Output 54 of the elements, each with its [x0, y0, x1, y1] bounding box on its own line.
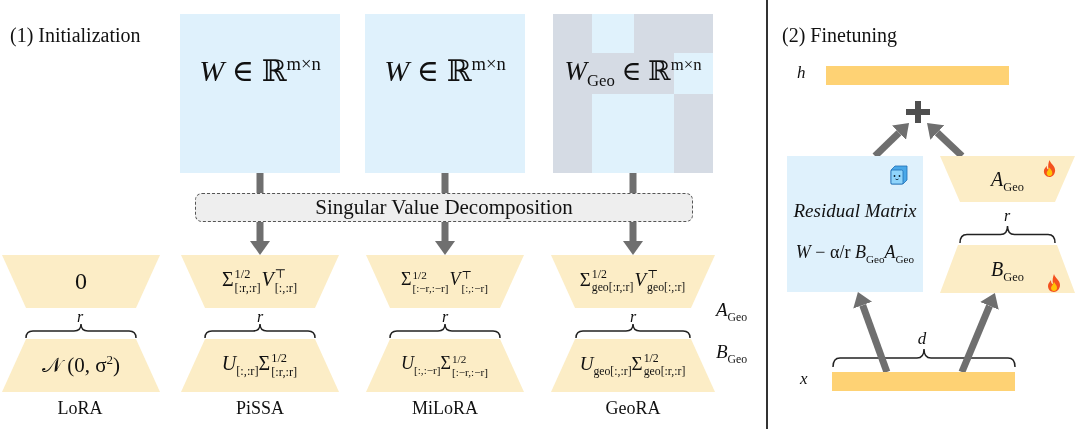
- plus-icon: [906, 101, 930, 123]
- method-label: LoRA: [57, 398, 103, 419]
- matrix-label: B$_{Geo}$: [716, 341, 748, 363]
- dimension-label: d: [917, 329, 927, 349]
- formula: W ∈ ℝ$^{m×n}$: [384, 54, 506, 89]
- matrix-block: [787, 156, 923, 292]
- arrow: [250, 222, 270, 255]
- trapezoid-block: [940, 245, 1075, 293]
- trapezoid-block: [940, 156, 1075, 202]
- vector-label: h: [797, 63, 806, 83]
- process-box: [195, 193, 693, 222]
- arrow: [853, 292, 891, 374]
- formula: W ∈ ℝ$^{m×n}$: [199, 54, 321, 89]
- formula: 𝒩 (0, σ$^{2}$): [41, 353, 121, 378]
- dimension-label: r: [441, 308, 449, 327]
- trapezoid-block: [2, 255, 160, 308]
- vector-bar: [832, 372, 1015, 391]
- connector-bar: [629, 173, 637, 193]
- vector-bar: [826, 66, 1009, 85]
- trapezoid-block: [366, 255, 524, 308]
- arrow: [872, 122, 910, 159]
- trapezoid-block: [366, 339, 524, 392]
- dimension-label: r: [76, 308, 84, 327]
- formula: 0: [75, 267, 87, 296]
- method-label: PiSSA: [236, 398, 284, 419]
- matrix-block: [553, 14, 713, 173]
- formula: W$_{Geo}$ ∈ ℝ$^{m×n}$: [564, 56, 702, 88]
- section-title: (1) Initialization: [10, 24, 141, 47]
- trapezoid-block: [181, 255, 339, 308]
- trapezoid-block: [551, 255, 715, 308]
- node-label: Singular Value Decomposition: [315, 195, 573, 220]
- arrow: [927, 123, 965, 159]
- dimension-label: r: [629, 308, 637, 327]
- dimension-label: r: [1003, 207, 1011, 226]
- trapezoid-block: [181, 339, 339, 392]
- node-title: Residual Matrix: [793, 200, 917, 222]
- section-title: (2) Finetuning: [782, 24, 897, 47]
- dimension-label: r: [256, 308, 264, 327]
- arrow: [623, 222, 643, 255]
- connector-bar: [256, 173, 264, 193]
- vector-label: x: [800, 369, 808, 389]
- arrow: [435, 222, 455, 255]
- formula: B$_{Geo}$: [991, 257, 1024, 281]
- matrix-block: [365, 14, 525, 173]
- formula: A$_{Geo}$: [991, 167, 1024, 191]
- trapezoid-block: [2, 339, 160, 392]
- trapezoid-block: [551, 339, 715, 392]
- method-label: MiLoRA: [412, 398, 478, 419]
- matrix-block: [180, 14, 340, 173]
- arrow: [958, 293, 999, 374]
- matrix-label: A$_{Geo}$: [716, 299, 748, 321]
- formula: W − α/r B$_{Geo}$A$_{Geo}$: [795, 241, 915, 263]
- method-label: GeoRA: [605, 398, 661, 419]
- connector-bar: [441, 173, 449, 193]
